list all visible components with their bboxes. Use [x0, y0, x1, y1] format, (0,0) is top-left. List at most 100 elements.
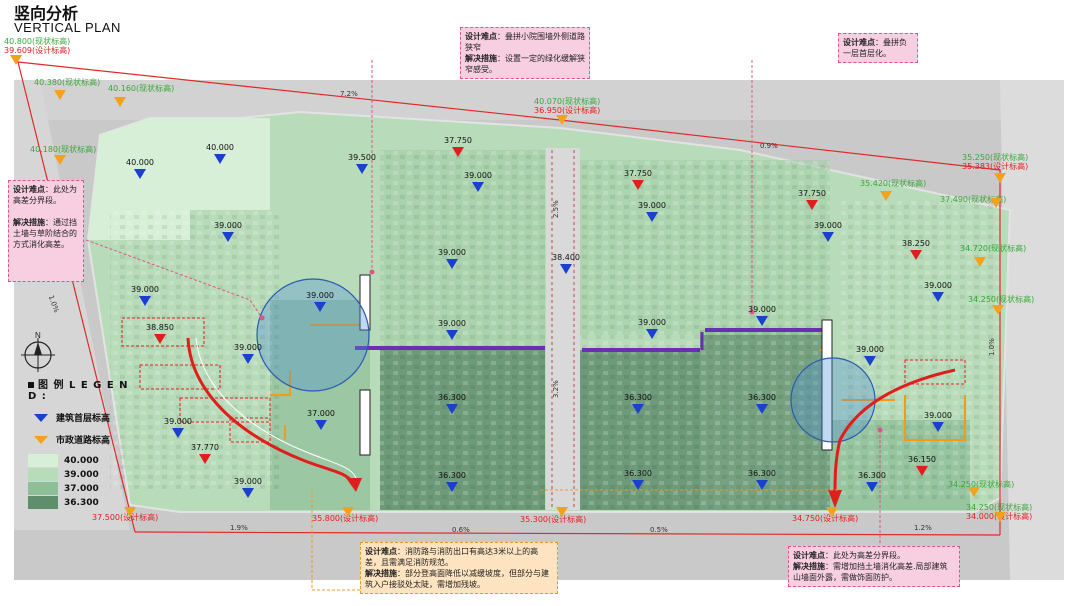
red-dash-box-3: [179, 397, 271, 423]
road-level-triangle: [342, 507, 354, 517]
building-level-triangle: [314, 302, 326, 312]
leader-dot-top-right: [749, 309, 755, 315]
red-level-triangle: [910, 250, 922, 260]
red-level-triangle: [632, 180, 644, 190]
building-level-triangle: [756, 404, 768, 414]
flow-arrowhead-left: [346, 478, 362, 492]
building-level-triangle: [139, 296, 151, 306]
building-level-label: 40.000: [206, 143, 234, 152]
legend-zone-value: 36.300: [64, 497, 99, 508]
slope-label: 1.9%: [230, 524, 248, 532]
road-design-level: 35.300(设计标高): [520, 514, 586, 524]
red-dash-box-2: [139, 364, 221, 390]
building-level-triangle: [315, 420, 327, 430]
road-level-triangle: [968, 487, 980, 497]
building-level-triangle: [172, 428, 184, 438]
red-level-triangle: [916, 466, 928, 476]
note-top-center: 设计难点：叠拼小院围墙外侧道路狭窄 解决措施：设置一定的绿化缓解狭窄感受。: [460, 27, 590, 79]
road-level-markers: 40.800(现状标高)39.609(设计标高)40.380(现状标高)40.1…: [4, 36, 1034, 524]
compass-icon: [21, 338, 55, 372]
building-level-triangle: [222, 232, 234, 242]
building-level-label: 40.000: [126, 158, 154, 167]
road-level-triangle: [54, 155, 66, 165]
red-dash-box-4: [229, 417, 271, 443]
red-level-markers: 37.75037.75037.75038.25038.85037.77036.1…: [146, 136, 936, 476]
slope-label: 1.2%: [914, 524, 932, 532]
building-level-label: 39.000: [164, 417, 192, 426]
retaining-wall-5: [904, 395, 966, 441]
building-level-label: 39.000: [214, 221, 242, 230]
note-top-right: 设计难点：叠拼负一层首层化。: [838, 33, 918, 63]
page-subtitle: VERTICAL PLAN: [14, 20, 121, 35]
road-level-triangle: [114, 97, 126, 107]
road-existing-level: 40.180(现状标高): [30, 144, 96, 154]
red-level-triangle: [154, 334, 166, 344]
wall-bar-1: [359, 274, 371, 331]
building-level-label: 39.000: [131, 285, 159, 294]
legend-zone-value: 37.000: [64, 483, 99, 494]
road-existing-level: 34.720(现状标高): [960, 243, 1026, 253]
red-level-label: 37.750: [444, 136, 472, 145]
road-existing-level: 35.250(现状标高): [962, 152, 1028, 162]
building-level-triangle: [446, 482, 458, 492]
building-level-triangle: [242, 488, 254, 498]
leader-dot-top-center: [369, 269, 375, 275]
legend-zone-swatch: [28, 482, 58, 495]
building-level-triangle: [864, 356, 876, 366]
legend-zone-swatch: [28, 496, 58, 509]
flow-arrow-left-2: [195, 337, 357, 479]
flow-arrow-left-1: [186, 337, 354, 483]
building-level-label: 39.000: [438, 319, 466, 328]
central-lane: [546, 148, 580, 510]
red-level-label: 37.770: [191, 443, 219, 452]
building-level-triangle: [560, 264, 572, 274]
leader-dot-bottom-right: [877, 427, 883, 433]
slope-label: 1.0%: [988, 338, 996, 356]
building-level-label: 39.000: [638, 318, 666, 327]
legend-row-road: 市政道路标高: [28, 433, 138, 446]
legend-zone-row: 40.000: [28, 454, 138, 467]
road-level-triangle: [54, 90, 66, 100]
flow-arrow-right-1: [833, 368, 956, 493]
road-level-triangle: [10, 55, 22, 65]
road-design-level: 34.750(设计标高): [792, 513, 858, 523]
building-level-label: 36.300: [624, 469, 652, 478]
building-texture-1: [380, 150, 545, 510]
red-level-label: 38.250: [902, 239, 930, 248]
road-level-triangle: [994, 173, 1006, 183]
building-level-triangle: [756, 480, 768, 490]
red-level-label: 38.850: [146, 323, 174, 332]
road-level-triangle: [124, 507, 136, 517]
road-existing-level: 40.800(现状标高): [4, 36, 70, 46]
building-level-label: 36.300: [438, 471, 466, 480]
retaining-wall-2: [270, 370, 291, 396]
building-level-label: 39.000: [638, 201, 666, 210]
building-level-triangle: [866, 482, 878, 492]
road-existing-level: 40.380(现状标高): [34, 77, 100, 87]
road-design-level: 37.500(设计标高): [92, 512, 158, 522]
building-level-triangle: [446, 259, 458, 269]
building-level-triangle: [446, 404, 458, 414]
building-texture-3: [110, 210, 280, 490]
focus-circle-left: [256, 278, 370, 392]
legend-zone-row: 36.300: [28, 496, 138, 509]
building-level-label: 36.300: [438, 393, 466, 402]
road-design-level: 35.383(设计标高): [962, 161, 1028, 171]
building-level-label: 36.300: [748, 469, 776, 478]
building-level-label: 39.000: [748, 305, 776, 314]
building-level-markers: 40.00040.00039.50039.00039.00039.00039.0…: [126, 143, 952, 498]
road-existing-level: 37.490(现状标高): [940, 194, 1006, 204]
building-level-label: 39.000: [438, 248, 466, 257]
road-existing-level: 34.250(现状标高): [966, 502, 1032, 512]
road-level-triangle: [556, 507, 568, 517]
road-slope-line-left: [17, 61, 136, 533]
road-level-triangle: [826, 507, 838, 517]
slope-label: 0.9%: [760, 142, 778, 150]
legend-zone-value: 40.000: [64, 455, 99, 466]
slope-label: 0.5%: [650, 526, 668, 534]
road-design-level: 36.950(设计标高): [534, 105, 600, 115]
legend-header: 图 例 L E G E N D :: [28, 380, 129, 402]
